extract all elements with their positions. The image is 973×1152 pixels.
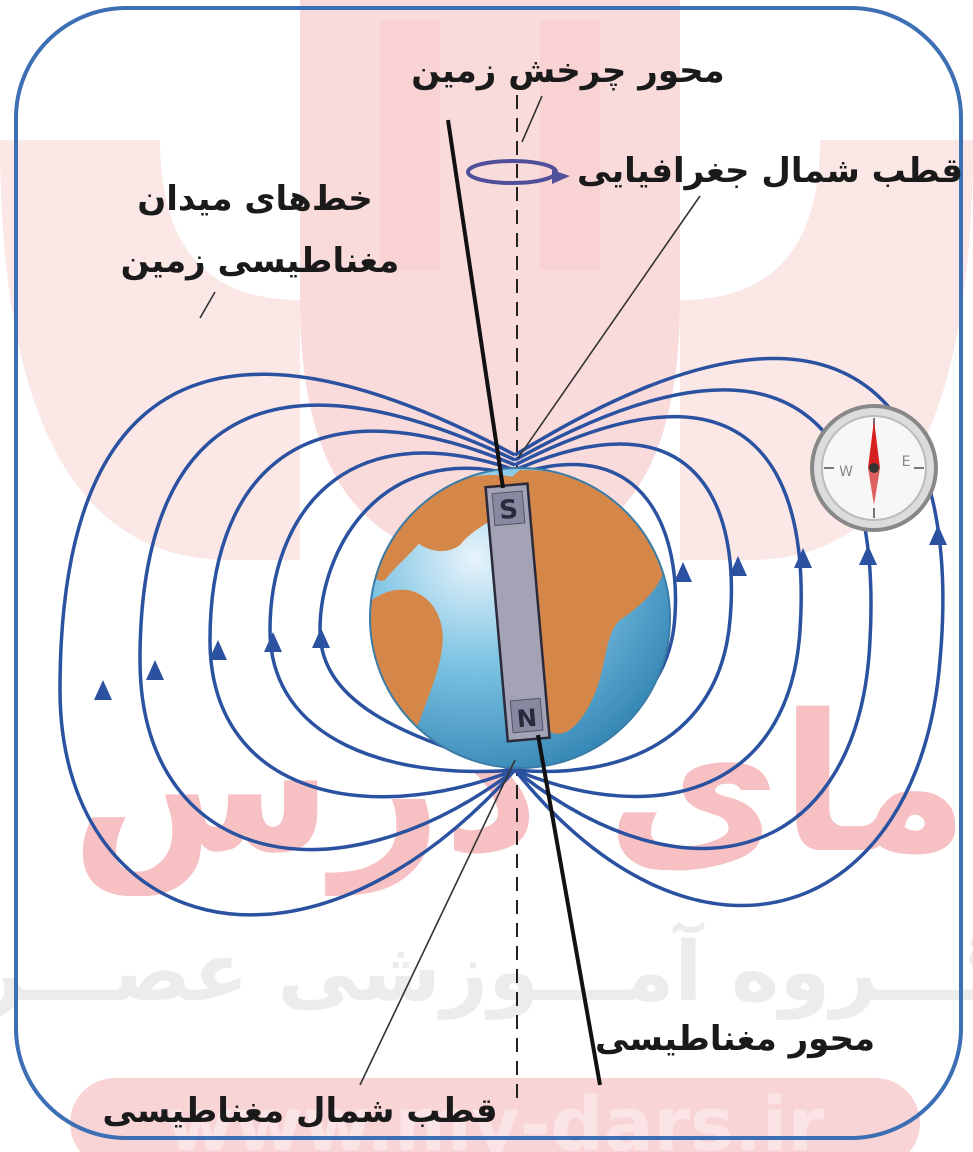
leader-geographic-north <box>517 195 701 459</box>
compass: W E <box>810 404 938 532</box>
watermark-url: www.my-dars.ir <box>166 1082 824 1152</box>
leader-field-lines <box>199 291 216 319</box>
compass-east-label: E <box>902 454 911 470</box>
leader-rotation-axis <box>521 95 543 143</box>
label-field-lines-1: خط‌های میدان <box>137 179 373 219</box>
compass-needle-south <box>868 468 880 505</box>
leader-lines <box>199 95 701 1086</box>
label-magnetic-north: قطب شمال مغناطیسی <box>102 1091 497 1131</box>
rotation-arrow <box>466 159 570 185</box>
label-rotation-axis: محور چرخش زمین <box>411 51 724 91</box>
magnetic-axis-line-upper <box>446 119 505 489</box>
label-field-lines-2: مغناطیسی زمین <box>121 241 400 281</box>
bar-magnet: S N <box>484 482 551 743</box>
magnetic-axis-line-lower <box>536 734 602 1086</box>
field-direction-arrows <box>94 525 947 700</box>
compass-needle-north <box>868 420 880 468</box>
magnet-south-pole: S <box>498 495 519 527</box>
frame-border <box>14 6 963 1140</box>
magnet-north-pole: N <box>516 704 538 734</box>
watermark-group-name: گـــروه آمـــوزشی عصـــر <box>0 921 973 1021</box>
compass-west-label: W <box>839 464 853 480</box>
label-geographic-north: قطب شمال جغرافیایی <box>577 151 963 191</box>
watermark-url-band <box>70 1078 920 1152</box>
magnetic-field-lines <box>58 356 945 917</box>
leader-magnetic-north <box>359 759 516 1086</box>
label-magnetic-axis: محور مغناطیسی <box>595 1019 875 1059</box>
